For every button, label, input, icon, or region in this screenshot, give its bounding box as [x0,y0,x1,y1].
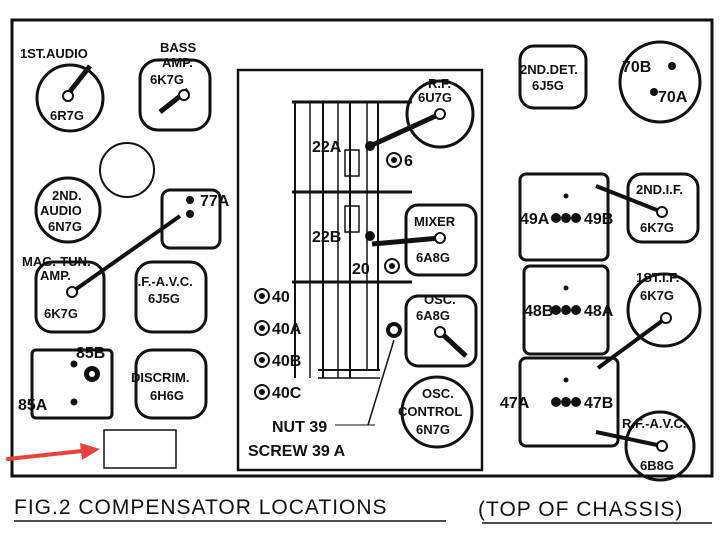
tube-type: 6J5G [148,291,180,306]
tube-type: 6U7G [418,90,452,105]
tube-type: 6A8G [416,308,450,323]
tube-type: 6N7G [416,422,450,437]
tube-mag-tun-amp: MAG.-TUN. AMP. 6K7G [22,214,182,334]
compensator-49a: 49A [520,211,550,228]
compensator-48b: 48B [524,303,553,320]
tube-2nd-if: 2ND.I.F. 6K7G [595,172,700,244]
tube-type: 6R7G [50,108,84,123]
tube-type: 6J5G [532,78,564,93]
if-can-47: 47A 47B [500,356,620,448]
compensator-6: 6 [404,153,413,170]
compensator-40c: 40C [272,385,302,402]
tube-type: 6A8G [416,250,450,265]
tube-type: 6K7G [44,306,78,321]
compensator-40: 40 [272,289,290,306]
compensator-40a: 40A [272,321,302,338]
compensator-70b: 70B [622,59,651,76]
compensator-49b: 49B [584,211,613,228]
compensator-20: 20 [352,261,370,278]
tube-label: OSC. [424,292,456,307]
tube-rf: R.F. 6U7G [368,76,475,149]
tube-type: 6K7G [640,220,674,235]
screw-39a-label: SCREW 39 A [248,443,346,460]
blank-box [103,429,177,469]
tube-type: 6N7G [48,219,82,234]
tube-type: 6H6G [150,388,184,403]
compensator-22a: 22A [312,139,342,156]
compensator-48a: 48A [584,303,614,320]
tube-label: 2ND.I.F. [636,182,683,197]
tube-osc-control: OSC. CONTROL 6N7G [398,375,474,449]
tube-label-line1: 2ND. [52,188,82,203]
tube-label: R.F.-A.V.C. [622,416,687,431]
compensator-22b: 22B [312,229,341,246]
tube-discrim: DISCRIM. 6H6G [131,348,208,420]
tube-label-line2: AMP. [162,55,193,70]
tube-label: 2ND.DET. [520,62,578,77]
condenser-frame [236,68,484,472]
nut-39-label: NUT 39 [272,419,327,436]
figure-caption: FIG.2 COMPENSATOR LOCATIONS (TOP OF CHAS… [14,496,712,524]
tube-rf-avc: R.F.-A.V.C. 6B8G [595,410,696,482]
tube-type: 6K7G [640,288,674,303]
tube-2nd-det: 2ND.DET. 6J5G [518,44,588,110]
if-can-49: 49A 49B [518,172,613,262]
tube-1st-audio: 1ST.AUDIO 6R7G [20,46,105,133]
compensator-47a: 47A [500,395,530,412]
tube-label: 1ST.AUDIO [20,46,88,61]
compensator-40b: 40B [272,353,301,370]
tube-label: DISCRIM. [131,370,190,385]
compensator-77a: 77A [200,193,230,210]
compensator-85a: 85A [18,397,48,414]
compensator-70-socket: 70B 70A [618,40,702,124]
tube-label-line1: BASS [160,40,196,55]
tube-if-avc: I.F.-A.V.C. 6J5G [134,260,208,334]
tube-1st-if: 1ST.I.F. 6K7G [596,270,702,370]
if-can-48: 48B 48A [522,264,614,356]
compensator-85-box: 85B 85A [18,345,114,420]
compensator-70a: 70A [658,89,688,106]
chassis-border [10,18,714,478]
compensator-85b: 85B [76,345,105,362]
caption-left: FIG.2 COMPENSATOR LOCATIONS [14,496,388,519]
tube-label-line2: CONTROL [398,404,462,419]
tube-label-line2: AMP. [40,268,71,283]
tube-label: MIXER [414,214,456,229]
caption-right: (TOP OF CHASSIS) [478,498,683,521]
tube-label-line1: OSC. [422,386,454,401]
compensator-47b: 47B [584,395,613,412]
tube-osc: OSC. 6A8G [404,292,478,368]
tube-label: 1ST.I.F. [636,270,679,285]
compensator-77a-box: 77A [160,188,230,250]
tube-label-line2: AUDIO [40,203,82,218]
tube-label: I.F.-A.V.C. [134,274,193,289]
tube-mixer: MIXER 6A8G [371,203,478,277]
red-arrow-icon [6,443,100,461]
tube-type: 6B8G [640,458,674,473]
compensators-40-series: 40 40A 40B 40C [254,288,302,402]
empty-socket [99,142,155,198]
tube-type: 6K7G [150,72,184,87]
tube-2nd-audio: 2ND. AUDIO 6N7G [34,176,102,244]
tube-bass-amp: BASS AMP. 6K7G [138,40,212,132]
tube-label: R.F. [428,76,451,91]
